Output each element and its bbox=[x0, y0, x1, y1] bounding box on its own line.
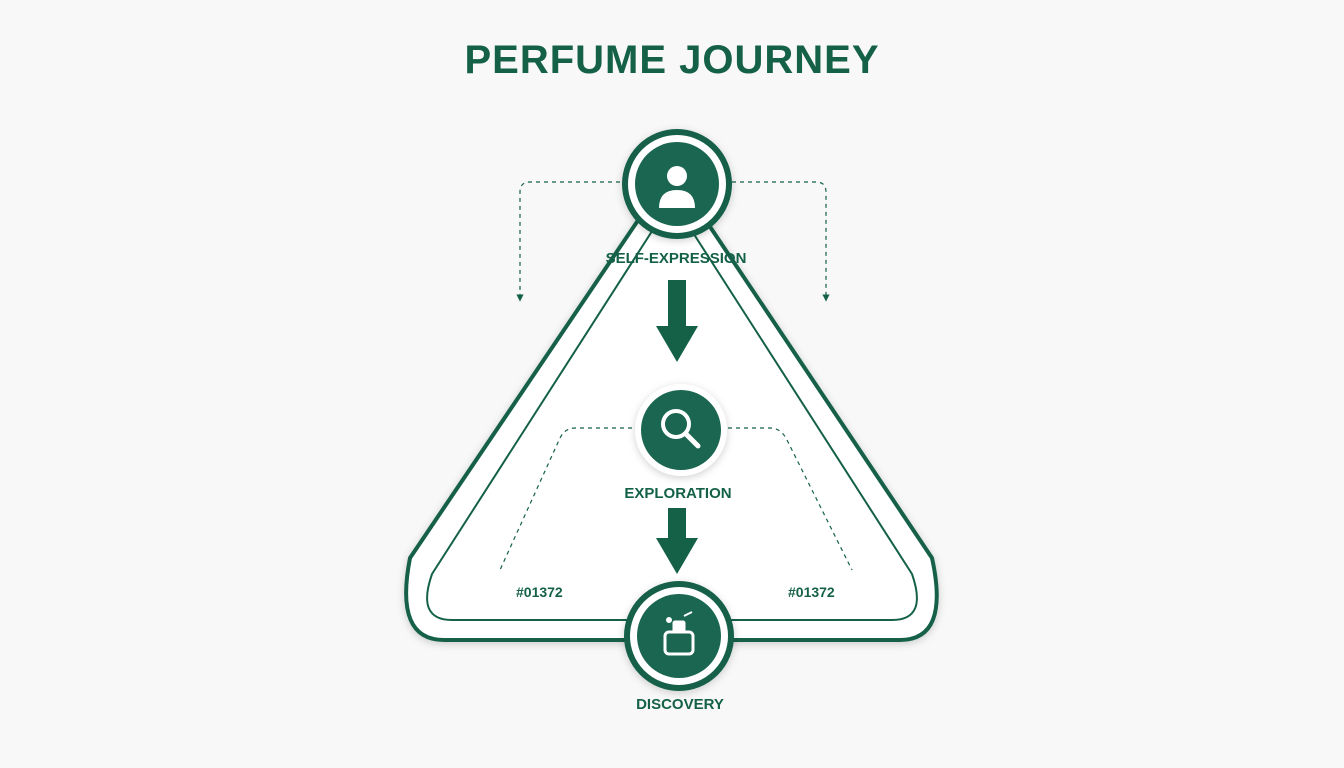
arrow-down-2 bbox=[656, 508, 698, 574]
exploration-label: EXPLORATION bbox=[624, 485, 732, 502]
code-right: #01372 bbox=[788, 584, 835, 600]
node-exploration bbox=[635, 384, 727, 476]
self-expression-label: SELF-EXPRESSION bbox=[605, 250, 747, 267]
node-discovery bbox=[624, 581, 734, 691]
arrow-down-1 bbox=[656, 280, 698, 362]
perfume-bottle-icon bbox=[663, 611, 695, 656]
page-title: PERFUME JOURNEY bbox=[464, 38, 880, 82]
node-self-expression bbox=[622, 129, 732, 239]
person-icon bbox=[659, 166, 695, 208]
magnifier-icon bbox=[661, 409, 701, 449]
dashed-connectors bbox=[499, 181, 853, 571]
code-left: #01372 bbox=[516, 584, 563, 600]
discovery-label: DISCOVERY bbox=[636, 696, 724, 713]
